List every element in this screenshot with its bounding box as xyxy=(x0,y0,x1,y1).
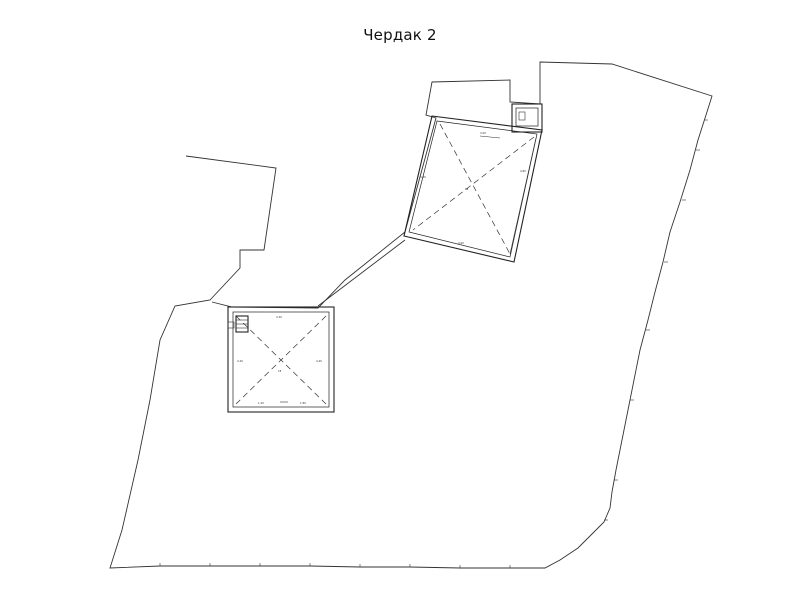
bottom-ticks xyxy=(159,563,511,568)
svg-text:4.40: 4.40 xyxy=(237,359,243,363)
svg-text:1.80: 1.80 xyxy=(300,401,306,405)
plan-title: Чердак 2 xyxy=(363,26,437,44)
lower-room: 4.30 1.20 1.80 4.40 4.40 18 xyxy=(227,306,335,413)
svg-text:4.40: 4.40 xyxy=(316,359,322,363)
svg-text:4.80: 4.80 xyxy=(520,169,526,173)
svg-text:3.00: 3.00 xyxy=(480,131,486,135)
upper-room: 3.00 4.90 4.40 4.80 18 xyxy=(403,103,543,263)
svg-text:18: 18 xyxy=(278,369,282,373)
building-outline xyxy=(109,61,713,569)
svg-text:4.30: 4.30 xyxy=(276,315,282,319)
svg-text:4.90: 4.90 xyxy=(458,241,464,245)
svg-text:1.20: 1.20 xyxy=(258,401,264,405)
edge-ticks xyxy=(604,119,708,521)
svg-text:4.40: 4.40 xyxy=(420,175,426,179)
svg-text:18: 18 xyxy=(465,187,469,191)
